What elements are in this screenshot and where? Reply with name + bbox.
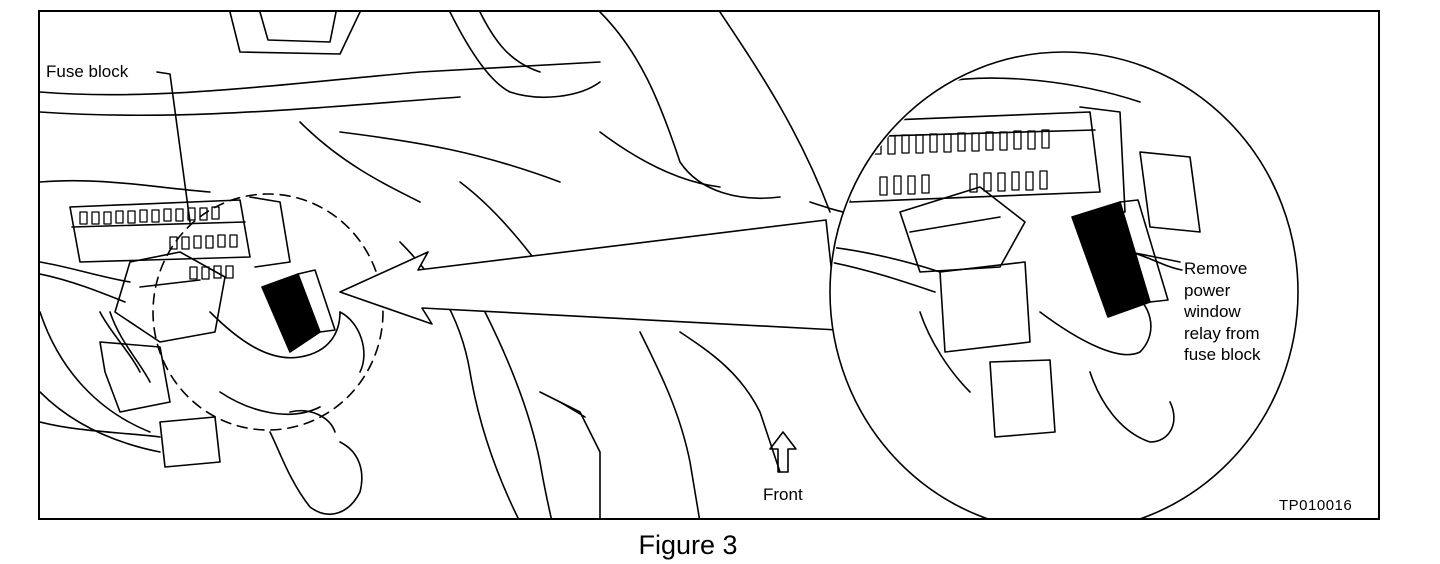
detail-circle-dashed	[152, 193, 384, 431]
illustration	[40, 12, 1299, 518]
figure-code: TP010016	[1279, 497, 1353, 514]
magnified-detail	[829, 51, 1299, 518]
up-arrow-icon	[769, 431, 797, 473]
relay-leader	[1129, 251, 1183, 271]
figure-caption-wrap: Figure 3	[0, 528, 1376, 562]
left-arrow-icon	[339, 219, 839, 331]
fuse-block-label: Fuse block	[46, 62, 129, 81]
relay-callout-line: Remove	[1184, 259, 1248, 278]
relay-callout-line: window	[1184, 302, 1241, 321]
figure-caption: Figure 3	[638, 530, 738, 560]
figure-frame: Fuse block Remove power window relay fro…	[38, 10, 1380, 520]
fuse-block-drawing	[40, 196, 365, 516]
relay-callout-line: fuse block	[1184, 345, 1261, 364]
relay-callout-line: power	[1184, 280, 1231, 300]
fuse-block-leader	[156, 71, 191, 223]
relay-left	[261, 269, 336, 353]
relay-callout-line: relay from	[1184, 323, 1260, 343]
relay-callout-label: Remove power window relay from fuse bloc…	[1184, 258, 1304, 366]
front-label: Front	[763, 485, 803, 504]
